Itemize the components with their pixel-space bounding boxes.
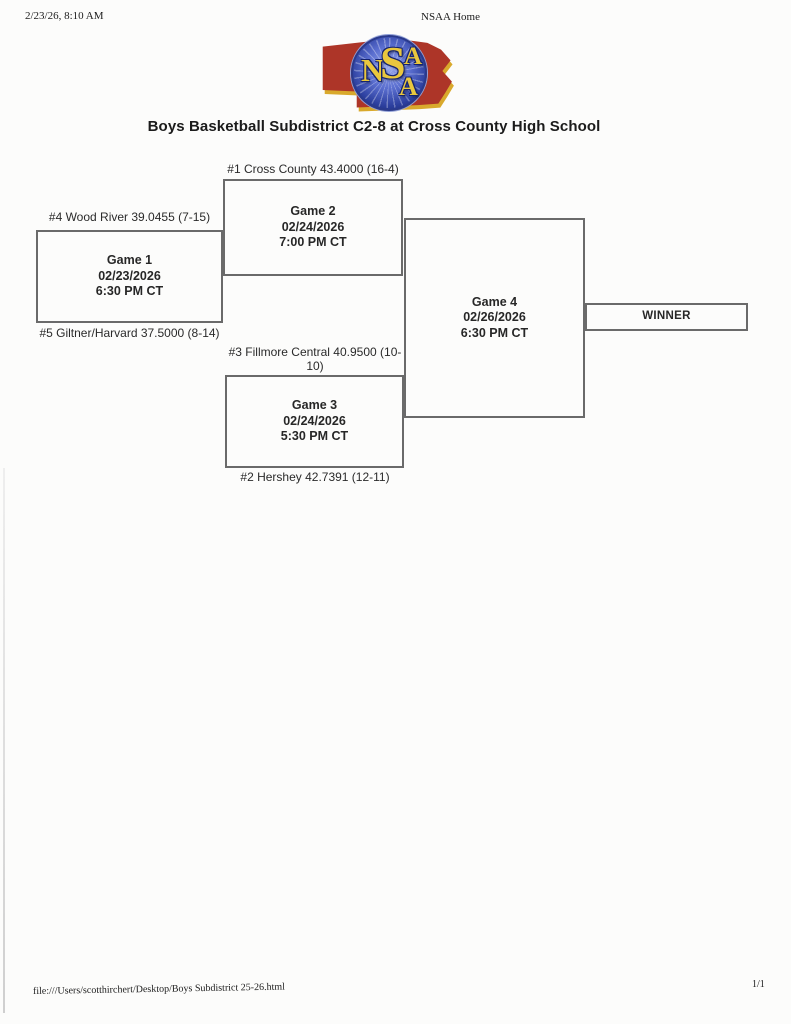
game2-name: Game 2 <box>290 204 336 219</box>
winner-label: WINNER <box>642 310 691 323</box>
game4-name: Game 4 <box>471 294 518 309</box>
scan-edge-line <box>3 468 5 1013</box>
game4-box: Game 4 02/26/2026 6:30 PM CT <box>404 218 585 418</box>
nsaa-globe-icon: N S A A <box>351 35 427 111</box>
game4-time: 6:30 PM CT <box>460 325 529 340</box>
seed-label-giltner-harvard: #5 Giltner/Harvard 37.5000 (8-14) <box>39 326 220 340</box>
seed-label-wood-river: #4 Wood River 39.0455 (7-15) <box>48 210 211 224</box>
game1-box: Game 1 02/23/2026 6:30 PM CT <box>36 230 223 323</box>
game3-time: 5:30 PM CT <box>280 429 349 444</box>
game3-name: Game 3 <box>291 398 338 413</box>
seed-label-fillmore-central: #3 Fillmore Central 40.9500 (10-10) <box>228 345 402 373</box>
winner-box: WINNER <box>585 303 748 331</box>
game2-date: 02/24/2026 <box>281 219 345 234</box>
game1-time: 6:30 PM CT <box>95 284 164 299</box>
game3-box: Game 3 02/24/2026 5:30 PM CT <box>225 375 404 468</box>
seed-label-hershey: #2 Hershey 42.7391 (12-11) <box>240 470 390 484</box>
game3-date: 02/24/2026 <box>283 413 346 428</box>
print-datetime: 2/23/26, 8:10 AM <box>25 10 104 22</box>
logo-letter-a2: A <box>399 72 418 101</box>
game2-time: 7:00 PM CT <box>279 235 347 250</box>
seed-label-cross-county: #1 Cross County 43.4000 (16-4) <box>227 162 399 176</box>
game4-date: 02/26/2026 <box>463 310 526 325</box>
logo-letter-s: S <box>380 37 406 88</box>
game2-box: Game 2 02/24/2026 7:00 PM CT <box>223 179 403 276</box>
logo-letter-n: N <box>361 52 385 88</box>
print-page-number: 1/1 <box>752 979 765 990</box>
page-title: Boys Basketball Subdistrict C2-8 at Cros… <box>147 118 601 135</box>
logo-letter-a1: A <box>404 43 423 70</box>
print-file-url: file:///Users/scotthirchert/Desktop/Boys… <box>32 981 285 997</box>
nsaa-home-link[interactable]: NSAA Home <box>421 11 480 23</box>
game1-date: 02/23/2026 <box>98 268 161 283</box>
game1-name: Game 1 <box>106 253 153 268</box>
nsaa-logo: N S A A <box>320 35 456 112</box>
